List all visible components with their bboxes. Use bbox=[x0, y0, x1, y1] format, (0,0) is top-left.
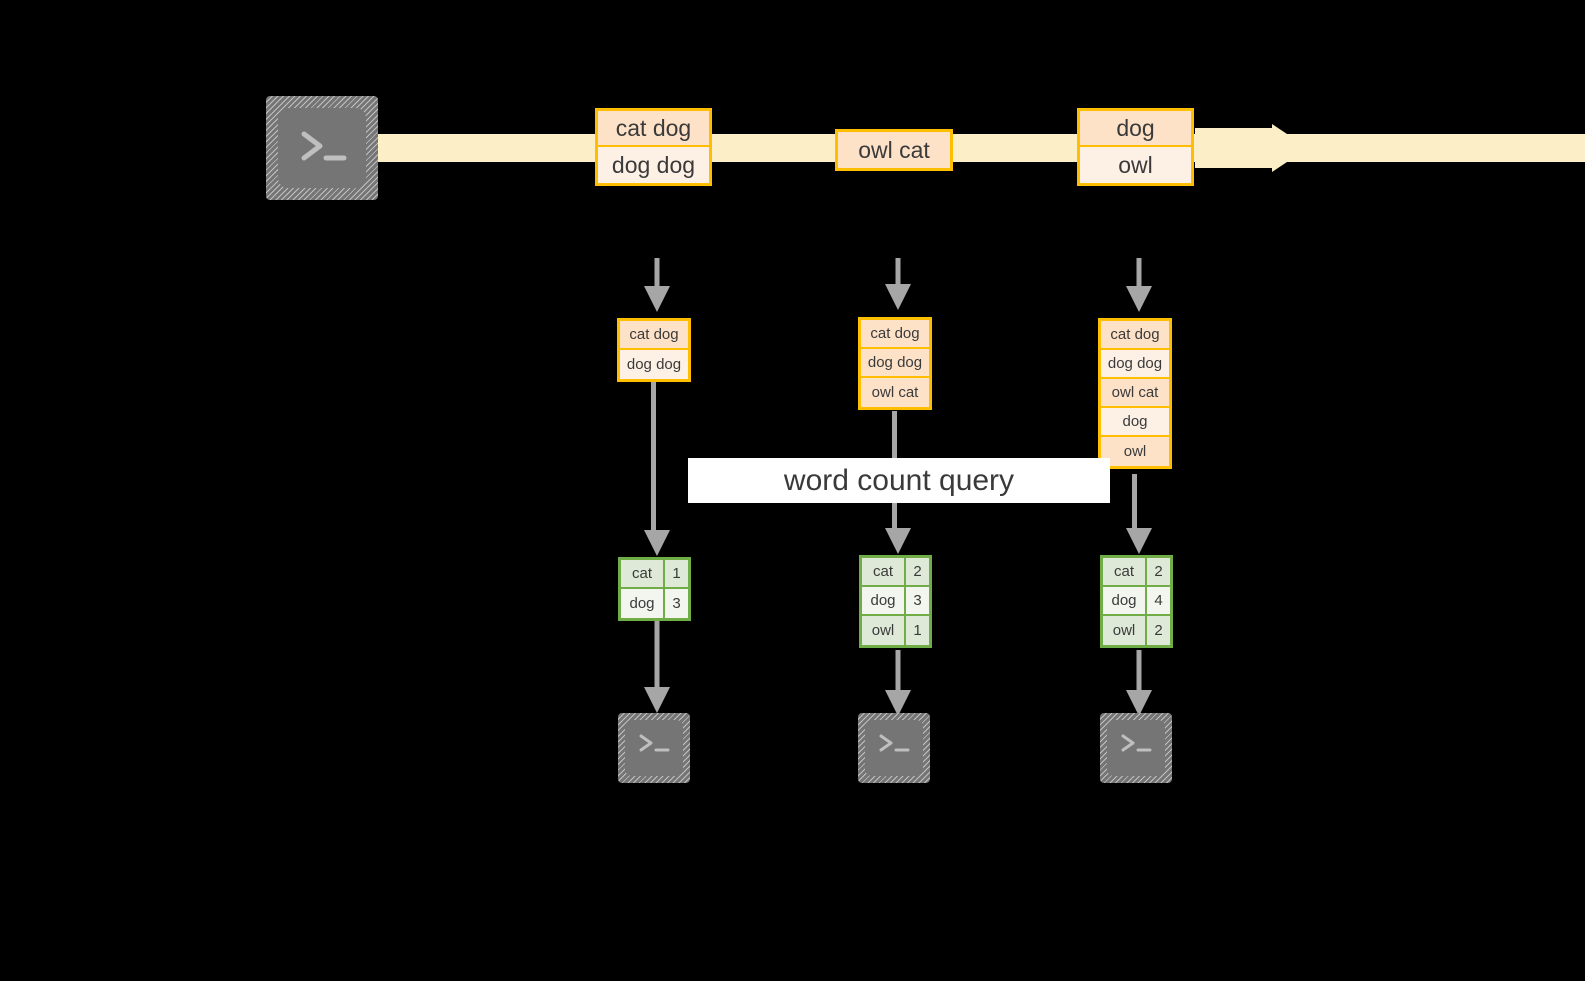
stream-event-line: dog dog bbox=[598, 147, 709, 183]
stream-event-line: owl cat bbox=[838, 132, 950, 168]
sink-arrow-column-1 bbox=[637, 621, 677, 716]
state-line: dog dog bbox=[1101, 350, 1169, 379]
state-line: dog dog bbox=[620, 350, 688, 379]
state-box-column-3: cat dog dog dog owl cat dog owl bbox=[1098, 318, 1172, 469]
result-row: owl 1 bbox=[862, 616, 929, 645]
stream-event-box-1: cat dog dog dog bbox=[595, 108, 712, 186]
result-count: 3 bbox=[906, 587, 929, 614]
result-row: cat 2 bbox=[862, 558, 929, 587]
sink-arrow-column-3 bbox=[1119, 650, 1159, 718]
result-table-column-2: cat 2 dog 3 owl 1 bbox=[859, 555, 932, 648]
stream-event-box-2: owl cat bbox=[835, 129, 953, 171]
terminal-prompt-icon bbox=[301, 131, 347, 161]
query-arrow-column-2 bbox=[878, 503, 918, 558]
result-word: owl bbox=[862, 616, 906, 645]
stream-arrowhead bbox=[1272, 124, 1308, 172]
dashed-arrow-column-1 bbox=[637, 258, 677, 318]
query-banner: word count query bbox=[688, 458, 1110, 503]
result-count: 1 bbox=[906, 616, 929, 645]
stream-band-wide bbox=[1195, 128, 1275, 168]
stream-event-line: cat dog bbox=[598, 111, 709, 147]
dashed-arrow-column-3 bbox=[1119, 258, 1159, 318]
state-line: owl bbox=[1101, 437, 1169, 466]
result-row: owl 2 bbox=[1103, 616, 1170, 645]
state-box-column-2: cat dog dog dog owl cat bbox=[858, 317, 932, 410]
terminal-prompt-icon bbox=[1121, 734, 1152, 752]
state-line: owl cat bbox=[1101, 379, 1169, 408]
result-word: dog bbox=[1103, 587, 1147, 614]
result-word: owl bbox=[1103, 616, 1147, 645]
state-line: dog bbox=[1101, 408, 1169, 437]
query-arrow-column-3 bbox=[1119, 503, 1159, 558]
source-terminal-icon bbox=[266, 96, 378, 200]
result-word: dog bbox=[862, 587, 906, 614]
result-word: cat bbox=[862, 558, 906, 585]
result-word: dog bbox=[621, 589, 665, 618]
state-line: dog dog bbox=[861, 349, 929, 378]
result-row: cat 1 bbox=[621, 560, 688, 589]
state-line: cat dog bbox=[1101, 321, 1169, 350]
result-count: 4 bbox=[1147, 587, 1170, 614]
sink-arrow-column-2 bbox=[878, 650, 918, 718]
result-word: cat bbox=[621, 560, 665, 587]
result-count: 2 bbox=[1147, 616, 1170, 645]
sink-terminal-icon-column-3 bbox=[1100, 713, 1172, 783]
query-banner-label: word count query bbox=[783, 463, 1015, 497]
connector-line-column-3-upper bbox=[1132, 474, 1137, 531]
result-word: cat bbox=[1103, 558, 1147, 585]
stream-event-line: dog bbox=[1080, 111, 1191, 147]
result-count: 3 bbox=[665, 589, 688, 618]
result-count: 2 bbox=[1147, 558, 1170, 585]
sink-terminal-icon-column-1 bbox=[618, 713, 690, 783]
stream-event-box-3: dog owl bbox=[1077, 108, 1194, 186]
state-line: cat dog bbox=[861, 320, 929, 349]
state-line: owl cat bbox=[861, 378, 929, 407]
result-count: 1 bbox=[665, 560, 688, 587]
stream-event-line: owl bbox=[1080, 147, 1191, 183]
result-row: dog 3 bbox=[862, 587, 929, 616]
result-row: cat 2 bbox=[1103, 558, 1170, 587]
terminal-prompt-icon bbox=[879, 734, 910, 752]
dashed-arrow-column-2 bbox=[878, 258, 918, 318]
query-arrow-column-1 bbox=[637, 505, 677, 560]
result-count: 2 bbox=[906, 558, 929, 585]
connector-line-column-1-upper bbox=[651, 382, 656, 532]
terminal-prompt-icon bbox=[639, 734, 670, 752]
result-table-column-1: cat 1 dog 3 bbox=[618, 557, 691, 621]
result-row: dog 4 bbox=[1103, 587, 1170, 616]
sink-terminal-icon-column-2 bbox=[858, 713, 930, 783]
result-table-column-3: cat 2 dog 4 owl 2 bbox=[1100, 555, 1173, 648]
state-box-column-1: cat dog dog dog bbox=[617, 318, 691, 382]
stream-band-segment-1 bbox=[373, 134, 1585, 162]
state-line: cat dog bbox=[620, 321, 688, 350]
result-row: dog 3 bbox=[621, 589, 688, 618]
